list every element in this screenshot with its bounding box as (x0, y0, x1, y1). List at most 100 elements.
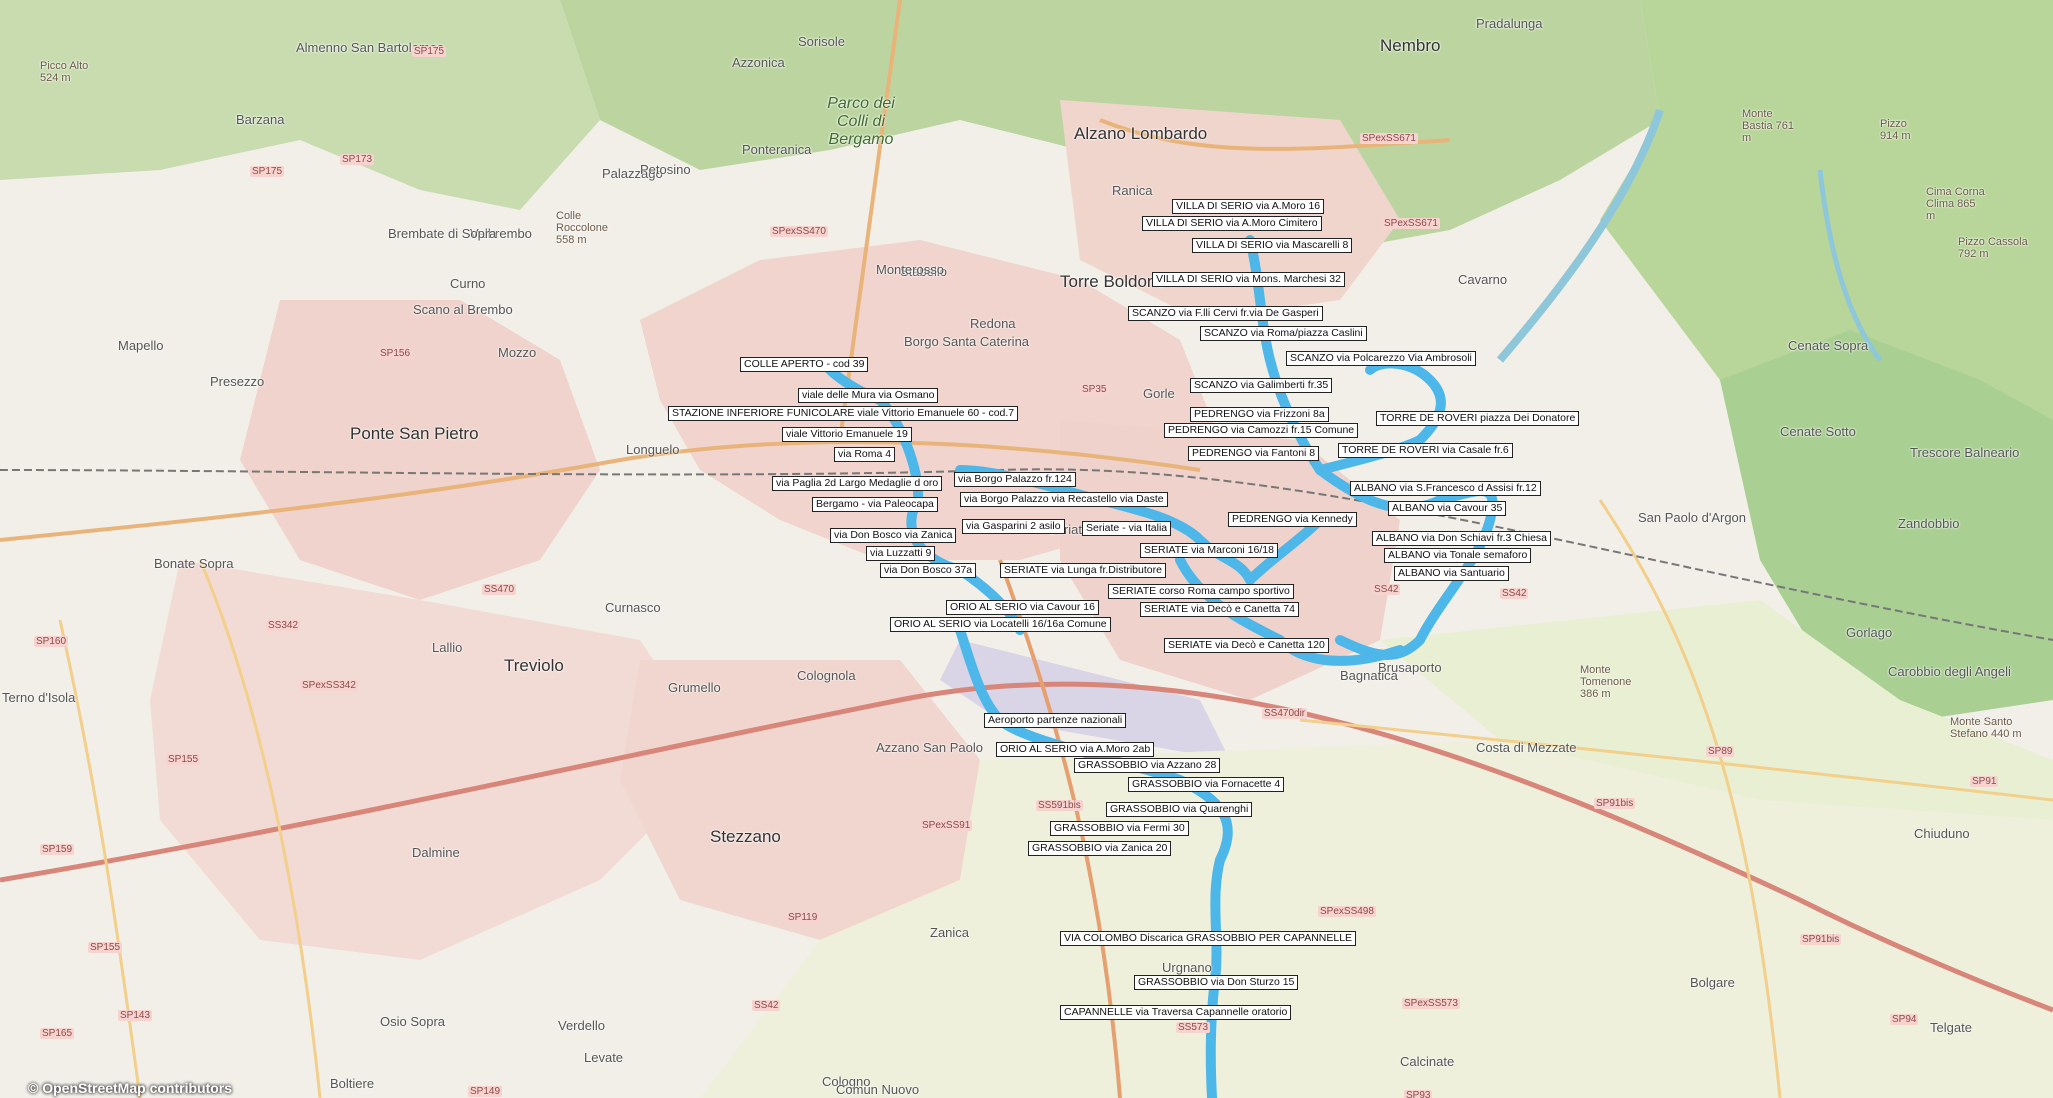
stop-label[interactable]: VILLA DI SERIO via A.Moro 16 (1172, 199, 1325, 214)
road-label: SPexSS470 (770, 226, 828, 237)
stop-label[interactable]: COLLE APERTO - cod 39 (740, 357, 869, 372)
stop-label[interactable]: ORIO AL SERIO via Locatelli 16/16a Comun… (890, 617, 1111, 632)
road-label: SPexSS342 (300, 680, 358, 691)
stop-label[interactable]: SCANZO via F.lli Cervi fr.via De Gasperi (1128, 306, 1323, 321)
place-label: Verdello (558, 1018, 605, 1033)
stop-label[interactable]: GRASSOBBIO via Quarenghi (1106, 802, 1253, 817)
place-label: Ranica (1112, 183, 1153, 198)
stop-label[interactable]: via Roma 4 (834, 447, 896, 462)
stop-label[interactable]: via Borgo Palazzo fr.124 (954, 472, 1076, 487)
place-label: Torre Boldone (1060, 272, 1166, 291)
stop-label[interactable]: SERIATE via Decò e Canetta 120 (1164, 638, 1329, 653)
stop-label[interactable]: SERIATE via Decò e Canetta 74 (1140, 602, 1299, 617)
stop-label[interactable]: viale delle Mura via Osmano (798, 388, 939, 403)
stop-label[interactable]: PEDRENGO via Camozzi fr.15 Comune (1164, 423, 1359, 438)
road-sp155 (198, 559, 322, 1098)
road-label: SS591bis (1036, 800, 1083, 811)
place-label: Dalmine (412, 845, 460, 860)
map-attribution: © OpenStreetMap contributors (28, 1080, 233, 1096)
road-label: SP89 (1706, 746, 1735, 757)
place-label: Curnasco (605, 600, 661, 615)
stop-label[interactable]: ALBANO via Santuario (1394, 566, 1509, 581)
place-label: Monterosso (876, 262, 944, 277)
urban-area-ponte-san-pietro (240, 300, 600, 600)
stop-label[interactable]: VILLA DI SERIO via A.Moro Cimitero (1142, 216, 1322, 231)
forest-area-northwest (0, 0, 600, 210)
stop-label[interactable]: SCANZO via Roma/piazza Caslini (1200, 326, 1367, 341)
peak-label: Monte Tomenone 386 m (1580, 664, 1632, 700)
stop-label[interactable]: via Borgo Palazzo via Recastello via Das… (960, 492, 1168, 507)
place-label: Valbrembo (470, 226, 532, 241)
stop-label[interactable]: PEDRENGO via Kennedy (1228, 512, 1357, 527)
road-label: SS573 (1176, 1022, 1211, 1033)
river-east (1817, 169, 1883, 362)
road-label: SS42 (1500, 588, 1529, 599)
stop-label[interactable]: ALBANO via Cavour 35 (1388, 501, 1507, 516)
stop-label[interactable]: GRASSOBBIO via Fornacette 4 (1128, 777, 1285, 792)
peak-label: Monte Bastia 761 m (1742, 108, 1794, 144)
road-sp159 (58, 619, 142, 1098)
stop-label[interactable]: GRASSOBBIO via Azzano 28 (1074, 758, 1221, 773)
road-label: SPexSS91 (920, 820, 973, 831)
stop-label[interactable]: SERIATE via Lunga fr.Distributore (1000, 563, 1166, 578)
stop-label[interactable]: ORIO AL SERIO via Cavour 16 (946, 600, 1099, 615)
stop-label[interactable]: VIA COLOMBO Discarica GRASSOBBIO PER CAP… (1060, 931, 1357, 946)
place-label: Borgo Santa Caterina (904, 334, 1030, 349)
attribution-symbol: © (28, 1080, 43, 1096)
place-label: Chiuduno (1914, 826, 1970, 841)
stop-label[interactable]: via Don Bosco via Zanica (830, 528, 957, 543)
peak-label: Colle Roccolone 558 m (556, 210, 608, 246)
stop-label[interactable]: via Gasparini 2 asilo (962, 519, 1065, 534)
place-label: Osio Sopra (380, 1014, 446, 1029)
stop-label[interactable]: viale Vittorio Emanuele 19 (782, 427, 912, 442)
stop-label[interactable]: PEDRENGO via Frizzoni 8a (1190, 407, 1329, 422)
stop-label[interactable]: ALBANO via S.Francesco d Assisi fr.12 (1350, 481, 1541, 496)
stop-label[interactable]: TORRE DE ROVERI via Casale fr.6 (1338, 443, 1513, 458)
place-label: Bolgare (1690, 975, 1735, 990)
place-label: Boltiere (330, 1076, 375, 1091)
place-label: Treviolo (504, 656, 564, 675)
road-label: SS42 (1372, 584, 1401, 595)
road-label: SP35 (1080, 384, 1109, 395)
place-label: Comun Nuovo (836, 1082, 920, 1097)
stop-label[interactable]: TORRE DE ROVERI piazza Dei Donatore (1376, 411, 1580, 426)
stop-label[interactable]: via Luzzatti 9 (866, 546, 936, 561)
stop-label[interactable]: STAZIONE INFERIORE FUNICOLARE viale Vitt… (668, 406, 1019, 421)
place-label: Palazzago (602, 166, 663, 181)
stop-label[interactable]: ALBANO via Don Schiavi fr.3 Chiesa (1372, 531, 1551, 546)
stop-label[interactable]: SERIATE via Marconi 16/18 (1140, 543, 1278, 558)
stop-label[interactable]: GRASSOBBIO via Fermi 30 (1050, 821, 1189, 836)
stop-label[interactable]: GRASSOBBIO via Don Sturzo 15 (1134, 975, 1299, 990)
place-label: Grumello (668, 680, 721, 695)
stop-label[interactable]: CAPANNELLE via Traversa Capannelle orato… (1060, 1005, 1292, 1020)
place-label: Brembate di Sopra (388, 226, 497, 241)
place-label: Scano al Brembo (413, 302, 513, 317)
stop-label[interactable]: VILLA DI SERIO via Mascarelli 8 (1192, 238, 1353, 253)
place-label: Redona (970, 316, 1016, 331)
place-label: Telgate (1930, 1020, 1972, 1035)
stop-label[interactable]: VILLA DI SERIO via Mons. Marchesi 32 (1152, 272, 1345, 287)
stop-label[interactable]: ALBANO via Tonale semaforo (1384, 548, 1532, 563)
place-label: Colognola (797, 668, 856, 683)
stop-label[interactable]: via Paglia 2d Largo Medaglie d oro (772, 476, 943, 491)
stop-label[interactable]: SCANZO via Galimberti fr.35 (1190, 378, 1333, 393)
road-label: SP94 (1890, 1014, 1919, 1025)
stop-label[interactable]: GRASSOBBIO via Zanica 20 (1028, 841, 1172, 856)
fields-east (1380, 600, 2053, 820)
stop-label[interactable]: via Don Bosco 37a (880, 563, 977, 578)
place-label: San Paolo d'Argon (1638, 510, 1747, 525)
stop-label[interactable]: SERIATE corso Roma campo sportivo (1108, 584, 1294, 599)
stop-label[interactable]: Bergamo - via Paleocapa (812, 497, 938, 512)
highway-a4 (0, 681, 2053, 1013)
place-label: Zanica (930, 925, 970, 940)
stop-label[interactable]: PEDRENGO via Fantoni 8 (1188, 446, 1320, 461)
stop-label[interactable]: SCANZO via Polcarezzo Via Ambrosoli (1286, 351, 1476, 366)
stop-label[interactable]: Seriate - via Italia (1082, 521, 1172, 536)
stop-label[interactable]: ORIO AL SERIO via A.Moro 2ab (996, 742, 1155, 757)
place-label: Cavarno (1458, 272, 1508, 287)
stop-label[interactable]: Aeroporto partenze nazionali (984, 713, 1127, 728)
road-label: SP91bis (1800, 934, 1842, 945)
road-label: SS42 (752, 1000, 781, 1011)
